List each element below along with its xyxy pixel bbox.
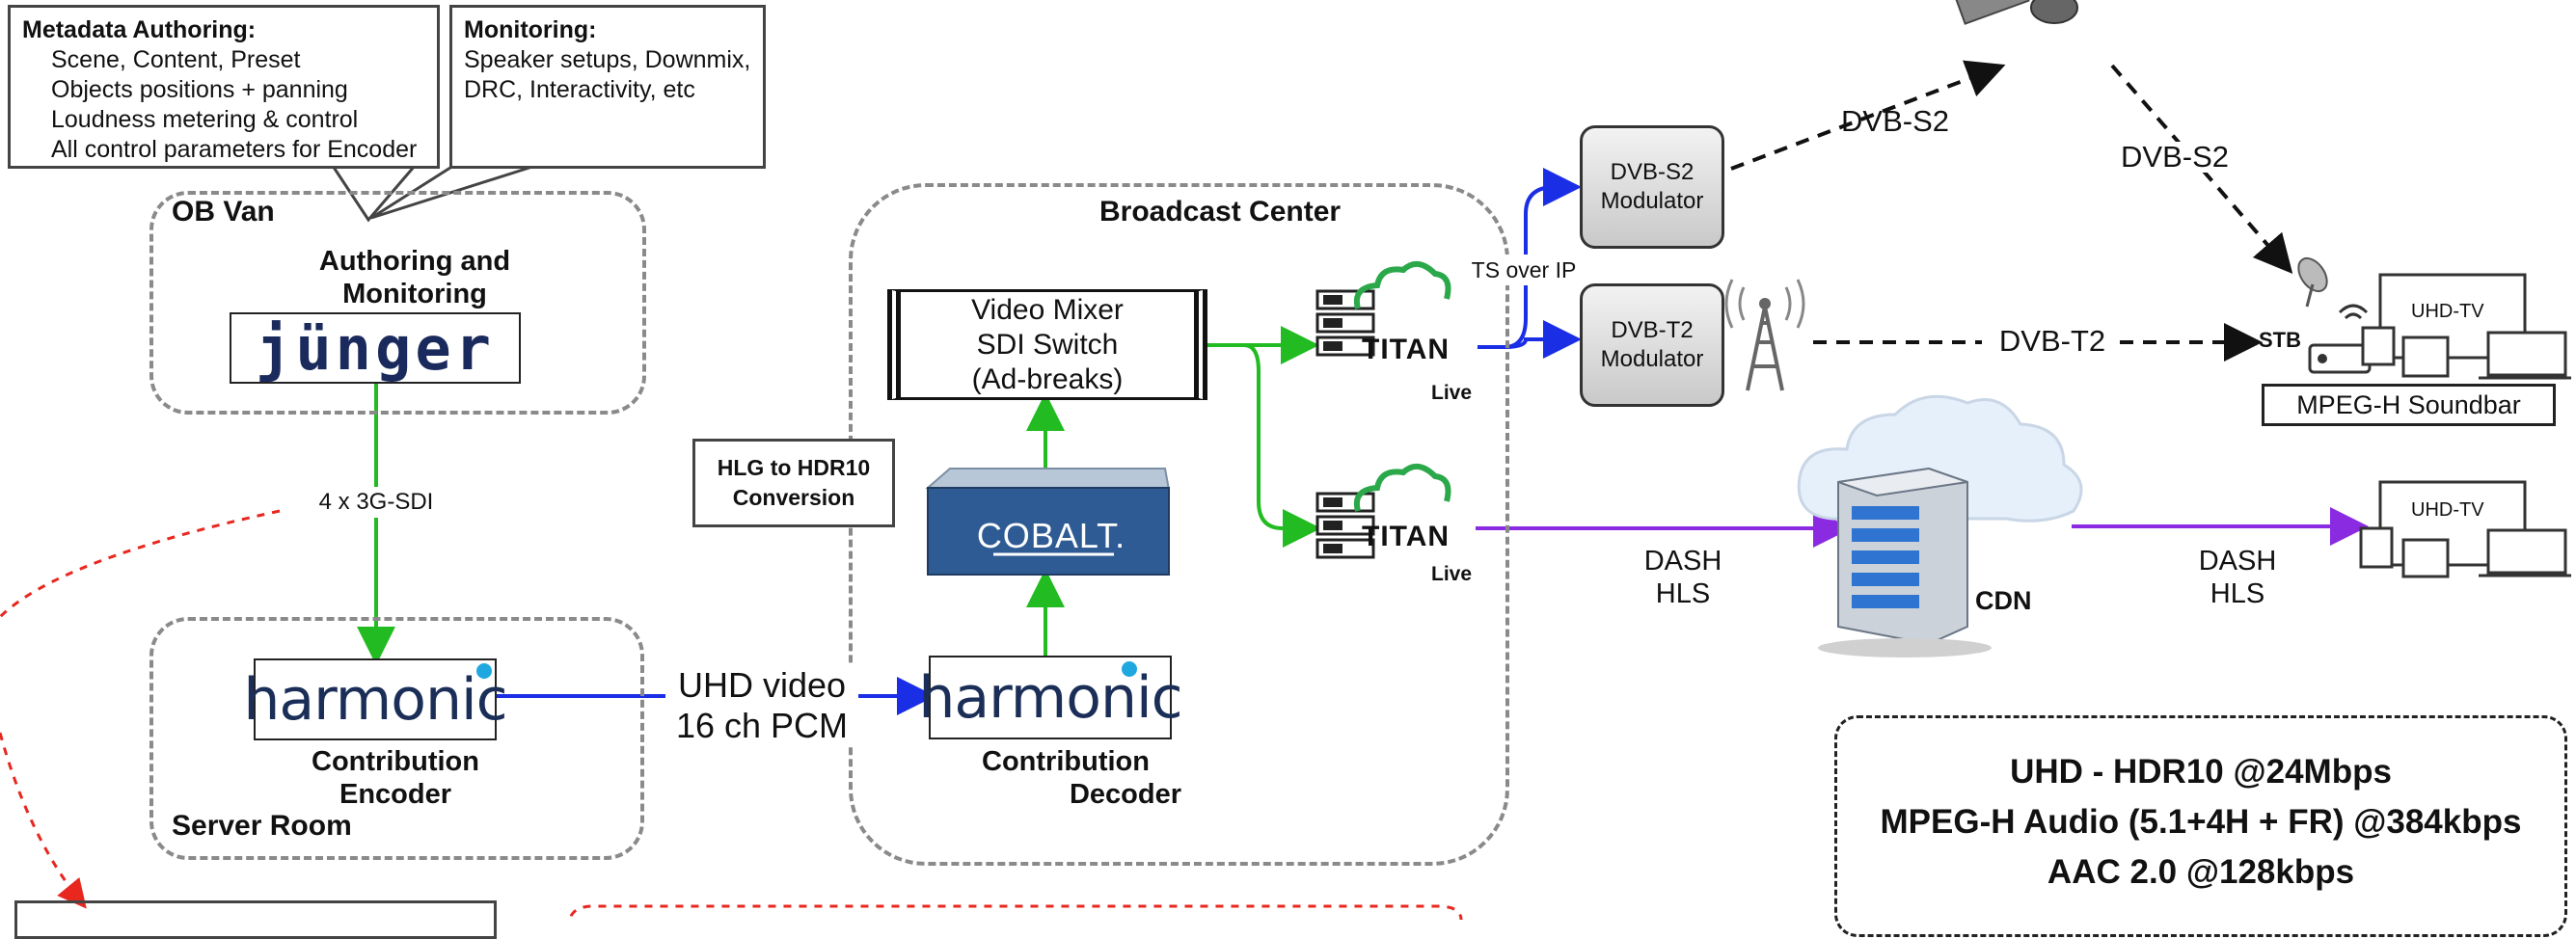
dvb-t2-modulator[interactable]: DVB-T2 Modulator [1580, 283, 1724, 407]
decoder-label-line: Contribution [982, 746, 1150, 777]
cdn-server-icon [1818, 467, 1992, 657]
video-mixer-line: (Ad-breaks) [971, 362, 1124, 395]
ts-over-ip-label: TS over IP [1461, 255, 1586, 285]
monitoring-callout-line: DRC, Interactivity, etc [464, 76, 695, 103]
authoring-callout-line: Objects positions + panning [51, 76, 348, 103]
authoring-node-label: Authoring and Monitoring [289, 245, 540, 310]
dvb-s2-link-label-left: DVB-S2 [1841, 104, 1949, 138]
junger-logo: jünger [256, 312, 495, 384]
server-room-label: Server Room [172, 810, 352, 842]
tv-setup-top-icon [2361, 273, 2571, 380]
dvb-s2-modulator[interactable]: DVB-S2 Modulator [1580, 125, 1724, 249]
sdi-link-label: 4 x 3G-SDI [289, 487, 463, 518]
dish-to-satellite-link [1730, 60, 2006, 171]
titan-top-live-label: Live [1431, 382, 1473, 404]
uhd-video-line: 16 ch PCM [675, 706, 849, 745]
dash-hls-label-left: DASH HLS [1630, 545, 1736, 610]
dash-hls-line: DASH [1643, 546, 1722, 577]
transmission-tower-icon [1724, 279, 1805, 391]
monitoring-callout-title: Monitoring: [464, 16, 597, 43]
titan-to-dvb-t2-link [1478, 320, 1582, 359]
dash-hls-line: HLS [1655, 578, 1711, 609]
hlg-callout-line: HLG to HDR10 [717, 455, 871, 480]
uhd-video-link-label: UHD video 16 ch PCM [665, 665, 858, 746]
hlg-callout-line: Conversion [732, 485, 855, 510]
encoder-label-line: Encoder [339, 779, 452, 810]
titan-bottom-live-label: Live [1431, 563, 1473, 585]
dvb-t2-modulator-line: Modulator [1600, 346, 1704, 372]
encoding-spec-box: UHD - HDR10 @24Mbps MPEG-H Audio (5.1+4H… [1834, 715, 2567, 937]
monitoring-callout-line: Speaker setups, Downmix, [464, 46, 751, 73]
video-mixer-box[interactable]: Video Mixer SDI Switch (Ad-breaks) [887, 289, 1207, 400]
dvb-s2-modulator-line: Modulator [1600, 188, 1704, 214]
harmonic-logo: harmonic [918, 663, 1182, 732]
red-dashed-curve [0, 509, 281, 619]
encoder-label-line: Contribution [312, 746, 479, 777]
spec-line: AAC 2.0 @128kbps [2047, 853, 2355, 891]
authoring-callout: Metadata Authoring: Scene, Content, Pres… [8, 5, 440, 169]
junger-device[interactable]: jünger [230, 312, 521, 384]
stb-dish-icon [2297, 256, 2328, 308]
dvb-t2-modulator-line: DVB-T2 [1611, 317, 1694, 343]
dash-hls-line: HLS [2210, 578, 2265, 609]
stb-icon [2308, 304, 2372, 374]
server-room-group [149, 617, 644, 860]
cdn-label: CDN [1975, 586, 2032, 615]
authoring-callout-line: All control parameters for Encoder [51, 136, 418, 163]
satellite-icon [1949, 0, 2078, 25]
authoring-callout-title: Metadata Authoring: [22, 16, 257, 43]
red-dashed-arrow [0, 732, 87, 909]
authoring-callout-line: Scene, Content, Preset [51, 46, 301, 73]
authoring-callout-line: Loudness metering & control [51, 106, 359, 133]
soundbar-label: MPEG-H Soundbar [2296, 389, 2521, 419]
harmonic-play-icon [476, 663, 492, 679]
authoring-label-line: Authoring and [318, 246, 511, 277]
dash-hls-line: DASH [2198, 546, 2277, 577]
harmonic-logo: harmonic [243, 665, 507, 734]
dvb-t2-link-label: DVB-T2 [1998, 324, 2106, 358]
stb-label: STB [2259, 328, 2301, 352]
titan-top-icon [1315, 261, 1451, 357]
titan-bottom-icon [1315, 464, 1451, 559]
hlg-conversion-callout: HLG to HDR10 Conversion [692, 439, 895, 527]
decoder-label: Contribution Decoder [950, 745, 1181, 811]
soundbar[interactable]: MPEG-H Soundbar [2262, 384, 2556, 426]
authoring-label-line: Monitoring [342, 279, 487, 309]
spec-line: MPEG-H Audio (5.1+4H + FR) @384kbps [1880, 803, 2522, 841]
monitoring-callout: Monitoring: Speaker setups, Downmix, DRC… [449, 5, 766, 169]
ob-van-group [149, 191, 646, 415]
decoder-label-line: Decoder [1069, 779, 1181, 810]
dvb-s2-link-label-right: DVB-S2 [2107, 142, 2242, 173]
harmonic-play-icon [1122, 661, 1137, 677]
cobalt-logo: COBALT. [976, 516, 1126, 555]
encoder-label: Contribution Encoder [280, 745, 511, 811]
titan-top-label: TITAN [1362, 334, 1451, 365]
bottom-left-partial-box [14, 900, 497, 939]
red-dashed-box-edge [567, 904, 1463, 920]
video-mixer-line: Video Mixer [971, 293, 1124, 326]
encoder-device[interactable]: harmonic [243, 658, 508, 740]
dvb-s2-modulator-line: DVB-S2 [1610, 159, 1695, 185]
video-mixer-line: SDI Switch [976, 328, 1119, 361]
ob-van-label: OB Van [172, 196, 275, 228]
tv-setup-bottom-icon [2359, 480, 2571, 578]
broadcast-center-label: Broadcast Center [1099, 196, 1342, 228]
uhd-video-line: UHD video [677, 665, 847, 705]
dash-hls-label-right: DASH HLS [2184, 545, 2291, 610]
uhd-tv-top-label: UHD-TV [2411, 301, 2484, 322]
mixer-to-titan-bottom-link [1243, 343, 1321, 548]
titan-bottom-label: TITAN [1362, 521, 1451, 552]
spec-line: UHD - HDR10 @24Mbps [2010, 753, 2392, 791]
uhd-tv-bottom-label: UHD-TV [2411, 499, 2484, 521]
cobalt-device-icon [925, 468, 1171, 576]
